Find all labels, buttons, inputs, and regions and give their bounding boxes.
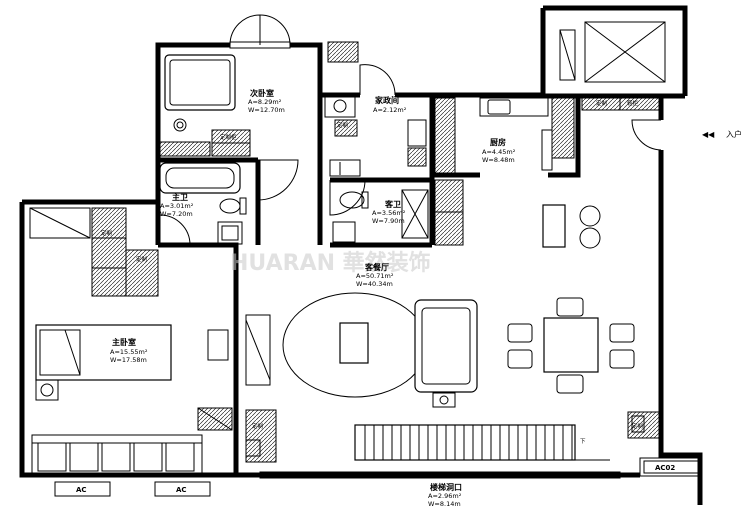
kitchen-area-w: W=8.48m — [482, 156, 515, 164]
living-dining-name: 客餐厅 — [364, 262, 389, 272]
master-bath-area-a: A=3.01m² — [160, 202, 194, 210]
guest-bath-area-w: W=7.90m — [372, 217, 405, 225]
master-bedroom-name: 主卧室 — [112, 337, 136, 347]
custom-tag-dining: 定制 — [632, 422, 644, 430]
stair-down-tag: 下 — [580, 438, 586, 445]
custom-tag-master-2: 定制 — [136, 255, 148, 263]
custom-tag-second-bedroom: 定制柜 — [220, 133, 237, 141]
custom-tag-living: 定制 — [252, 422, 264, 430]
second-bedroom-area-w: W=12.70m — [248, 106, 285, 114]
guest-bath-area-a: A=3.56m² — [372, 209, 406, 217]
master-bath-name: 主卫 — [172, 192, 188, 202]
second-bedroom-area-a: A=8.29m² — [248, 98, 282, 106]
kitchen-fixtures — [434, 97, 575, 246]
laundry-name: 家政间 — [375, 95, 399, 105]
ac-label-right: AC — [176, 486, 187, 494]
custom-tag-entry: 定制 — [596, 99, 608, 107]
second-bedroom-name: 次卧室 — [250, 88, 274, 98]
shoe-cabinet-tag: 鞋柜 — [627, 99, 639, 107]
labels: HUARAN 華然装饰 次卧室 A=8.29m² W=12.70m 家政间 A=… — [76, 88, 742, 508]
living-dining-area-w: W=40.34m — [356, 280, 393, 288]
living-dining-furniture — [245, 204, 661, 463]
stair-opening-area-w: W=8.14m — [428, 500, 461, 508]
stair-opening-area-a: A=2.96m² — [428, 492, 462, 500]
master-bedroom-area-w: W=17.58m — [110, 356, 147, 364]
kitchen-name: 厨房 — [490, 137, 506, 147]
ac-box-label: AC02 — [655, 464, 675, 472]
master-bedroom-furniture — [29, 207, 233, 472]
master-bath-fixtures — [159, 162, 247, 245]
watermark: HUARAN 華然装饰 — [230, 250, 431, 276]
living-dining-area-a: A=50.71m² — [356, 272, 394, 280]
master-bedroom-area-a: A=15.55m² — [110, 348, 148, 356]
laundry-area-a: A=2.12m² — [373, 106, 407, 114]
stair-opening-name: 楼梯洞口 — [430, 482, 462, 492]
ac-units — [54, 457, 703, 497]
kitchen-area-a: A=4.45m² — [482, 148, 516, 156]
second-bedroom-furniture — [159, 54, 251, 157]
custom-tag-laundry: 定制 — [337, 121, 349, 129]
custom-tag-master-1: 定制 — [101, 229, 113, 237]
laundry-guest-fixtures — [324, 41, 429, 243]
ac-label-left: AC — [76, 486, 87, 494]
stair-opening — [354, 424, 610, 461]
master-bath-area-w: W=7.20m — [160, 210, 193, 218]
entry-label: 入户 — [726, 129, 742, 139]
entry-arrow-icon: ◀◀ — [702, 130, 715, 139]
entry-fixtures — [559, 21, 666, 111]
doors — [159, 14, 662, 246]
guest-bath-name: 客卫 — [384, 199, 401, 209]
